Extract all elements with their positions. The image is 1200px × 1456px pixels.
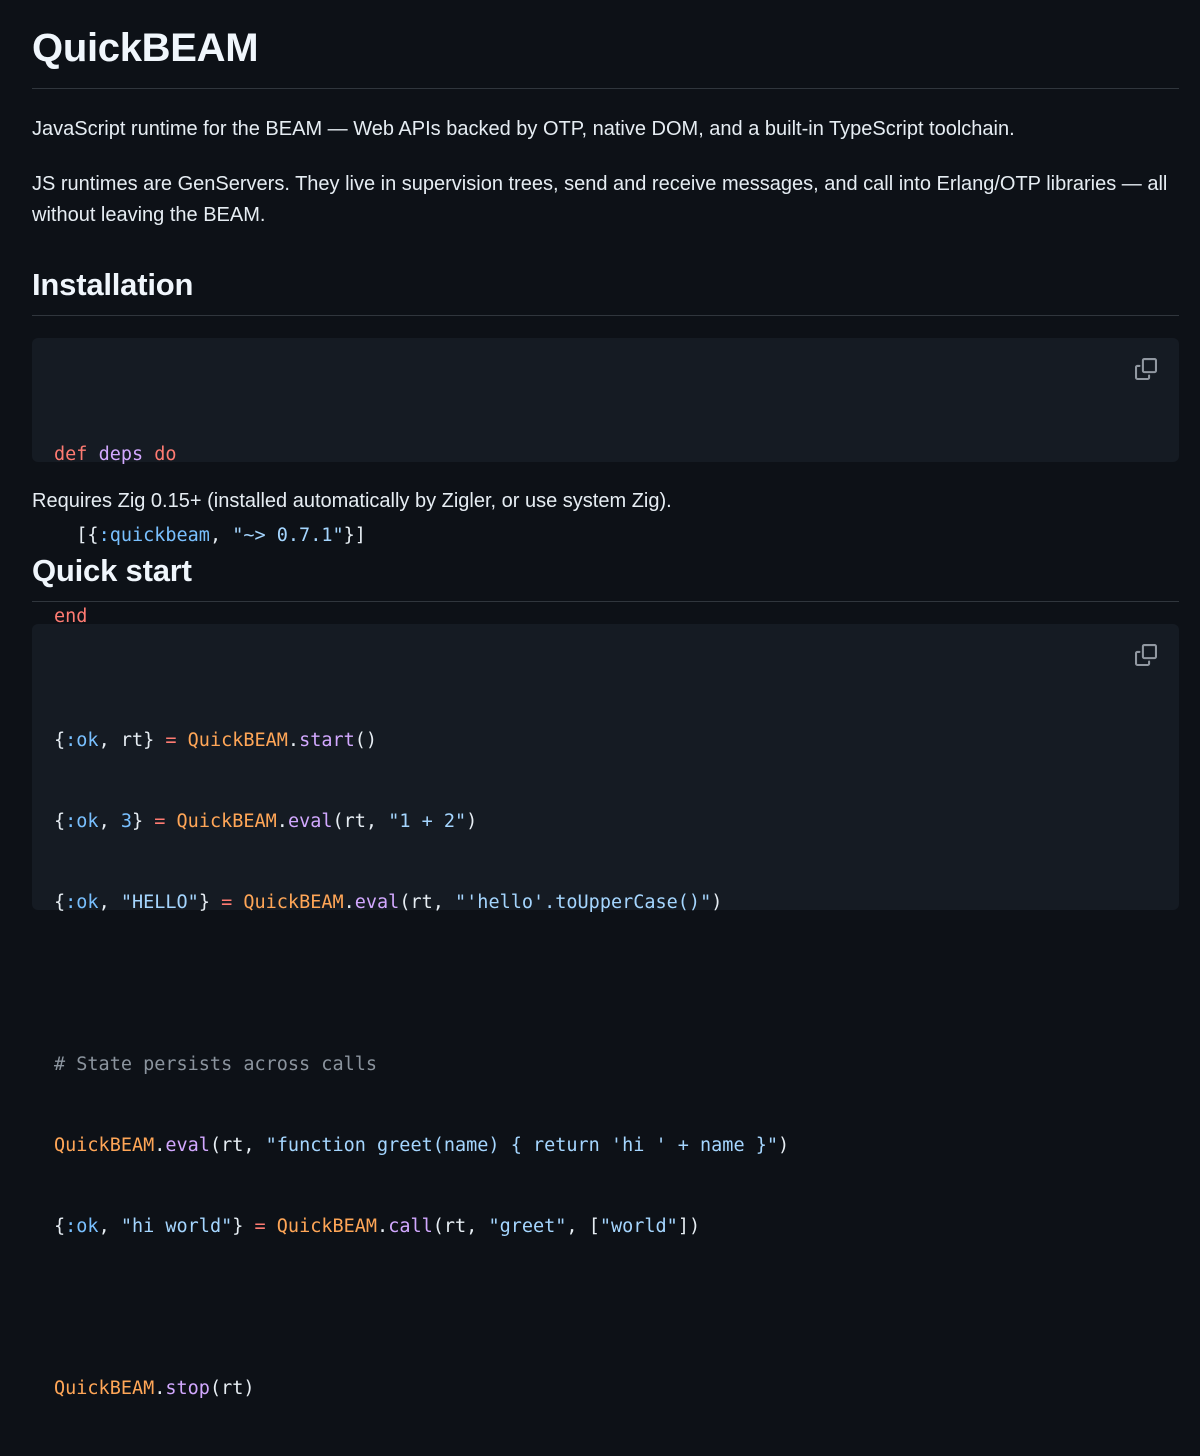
copy-icon (1135, 358, 1157, 380)
code-line: QuickBEAM.eval(rt, "function greet(name)… (54, 1135, 790, 1156)
copy-icon (1135, 644, 1157, 666)
code-line: {:ok, 3} = QuickBEAM.eval(rt, "1 + 2") (54, 811, 478, 832)
quick-start-heading: Quick start (32, 553, 192, 588)
intro-paragraph-2: JS runtimes are GenServers. They live in… (32, 173, 1168, 226)
copy-button[interactable] (1133, 642, 1159, 668)
intro-paragraph-1: JavaScript runtime for the BEAM — Web AP… (32, 118, 1015, 140)
code-line: end (54, 606, 88, 627)
requirements-note: Requires Zig 0.15+ (installed automatica… (32, 490, 672, 512)
readme-content: QuickBEAM JavaScript runtime for the BEA… (32, 0, 1179, 1399)
copy-button[interactable] (1133, 356, 1159, 382)
installation-code-block: def deps do [{:quickbeam, "~> 0.7.1"}] e… (32, 338, 1179, 627)
code-line: [{:quickbeam, "~> 0.7.1"}] (76, 525, 366, 546)
quick-start-divider (32, 601, 1179, 602)
installation-divider (32, 315, 1179, 316)
code-comment: # State persists across calls (54, 1054, 378, 1075)
installation-heading: Installation (32, 267, 194, 302)
code-line-blank (54, 1294, 1157, 1321)
code-line: QuickBEAM.stop(rt) (54, 1378, 255, 1399)
code-line-blank (54, 970, 1157, 997)
code-line: {:ok, "HELLO"} = QuickBEAM.eval(rt, "'he… (54, 892, 723, 913)
code-line: {:ok, "hi world"} = QuickBEAM.call(rt, "… (54, 1216, 701, 1237)
title-divider (32, 88, 1179, 89)
code-line: def deps do (54, 444, 177, 465)
quick-start-code-block: {:ok, rt} = QuickBEAM.start() {:ok, 3} =… (32, 624, 1179, 1399)
page-title: QuickBEAM (32, 26, 259, 70)
code-line: {:ok, rt} = QuickBEAM.start() (54, 730, 378, 751)
